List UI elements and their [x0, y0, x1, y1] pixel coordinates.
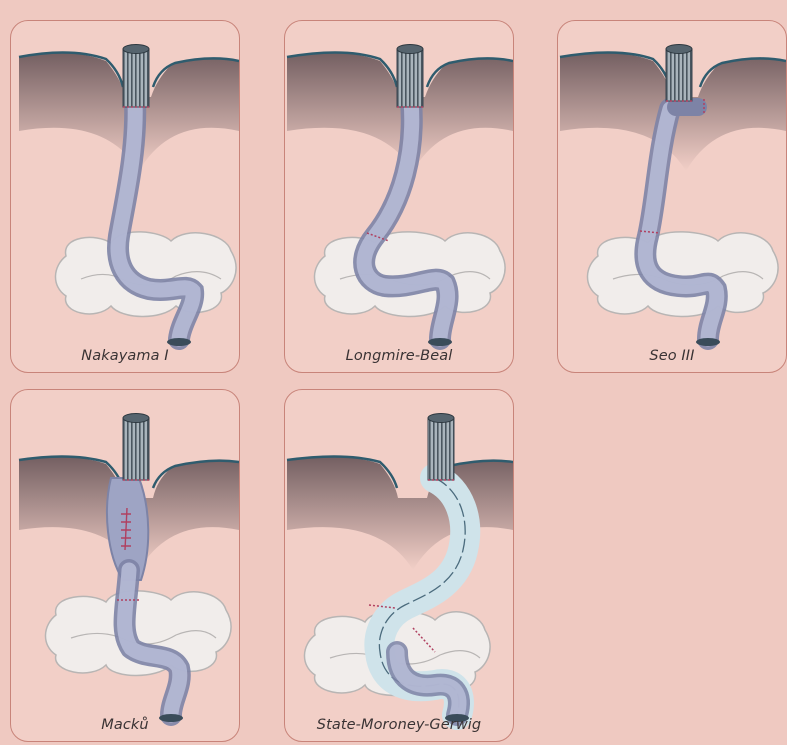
panel-label: Seo III [558, 348, 786, 364]
panel-macku: Macků [10, 389, 240, 742]
panel-label: Longmire-Beal [285, 348, 513, 364]
diagram-longmire-beal [285, 21, 514, 373]
esophagus [666, 49, 692, 101]
esophagus-top [666, 45, 692, 54]
diagram-nakayama-i [11, 21, 240, 373]
esophagus-top [123, 45, 149, 54]
panel-longmire-beal: Longmire-Beal [284, 20, 514, 373]
esophagus [123, 49, 149, 107]
esophagus [123, 418, 149, 480]
diagram-seo-iii [558, 21, 787, 373]
panel-state-moroney-gerwig: State-Moroney-Gerwig [284, 389, 514, 742]
diagram-macku [11, 390, 240, 742]
jejunum-end [428, 338, 452, 346]
panel-seo-iii: Seo III [557, 20, 787, 373]
diaphragm-shadow [287, 457, 513, 570]
jejunum-end [696, 338, 720, 346]
esophagus-top [397, 45, 423, 54]
colon [587, 232, 778, 317]
diagram-state-moroney-gerwig [285, 390, 514, 742]
panel-nakayama-i: Nakayama I [10, 20, 240, 373]
esophagus-top [428, 414, 454, 423]
esophagus [397, 49, 423, 107]
panel-label: Nakayama I [11, 348, 239, 364]
panel-label: State-Moroney-Gerwig [285, 717, 513, 733]
esophagus-top [123, 414, 149, 423]
panel-label: Macků [11, 717, 239, 733]
jejunum-end [167, 338, 191, 346]
esophagus [428, 418, 454, 480]
colon [55, 232, 236, 317]
